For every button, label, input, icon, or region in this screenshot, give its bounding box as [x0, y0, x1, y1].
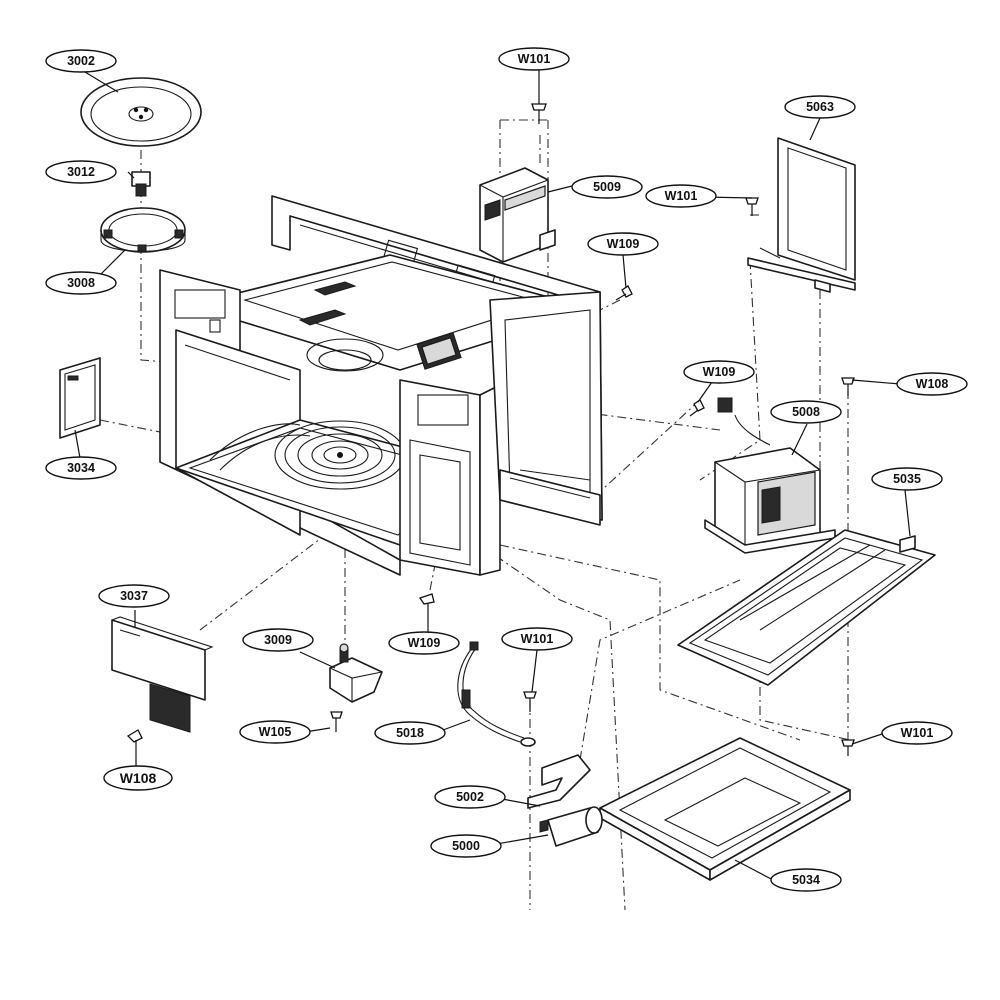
callout-3034-label: 3034	[67, 461, 95, 475]
callout-5009: 5009	[571, 175, 643, 199]
callout-w101-mid: W101	[645, 184, 717, 208]
capacitor-bracket	[527, 754, 591, 809]
callout-3009: 3009	[242, 628, 314, 652]
callout-w101-right: W101	[881, 721, 953, 745]
high-voltage-transformer	[704, 397, 836, 554]
callout-3002: 3002	[45, 49, 117, 73]
roller-ring	[100, 207, 186, 253]
callout-w101-center-label: W101	[521, 632, 554, 646]
callout-5008-label: 5008	[792, 405, 820, 419]
callout-5002-label: 5002	[456, 790, 484, 804]
callout-3008-label: 3008	[67, 276, 95, 290]
callout-w109-bottom-label: W109	[408, 636, 441, 650]
callout-w105-label: W105	[259, 725, 292, 739]
magnetron	[479, 167, 556, 263]
screw-w101-top	[531, 103, 547, 124]
callout-3012-label: 3012	[67, 165, 95, 179]
callout-5002: 5002	[434, 785, 506, 809]
screws	[126, 103, 855, 756]
screw-w108-left	[126, 729, 143, 756]
callout-w108-right: W108	[896, 372, 968, 396]
callout-w108-left: W108	[103, 765, 173, 791]
screw-w109-right	[689, 399, 705, 417]
callout-5000-label: 5000	[452, 839, 480, 853]
turntable-motor	[329, 643, 383, 703]
screw-w109-upper	[615, 285, 633, 301]
callout-w101-top: W101	[498, 47, 570, 71]
screw-w101-right	[841, 739, 855, 756]
callout-w109-bottom: W109	[388, 631, 460, 655]
oven-cavity-assembly	[159, 195, 603, 576]
callout-w109-right-label: W109	[703, 365, 736, 379]
callout-3009-label: 3009	[264, 633, 292, 647]
callout-w109-right: W109	[683, 360, 755, 384]
high-voltage-capacitor	[539, 806, 603, 847]
callout-5009-label: 5009	[593, 180, 621, 194]
callouts: 3002 3012 3008 3034 3037 3009 W105 W108 …	[45, 47, 968, 892]
callout-5034: 5034	[770, 868, 842, 892]
callout-w108-left-label: W108	[120, 770, 157, 786]
callout-5035: 5035	[871, 467, 943, 491]
callout-w101-center: W101	[501, 627, 573, 651]
callout-5063-label: 5063	[806, 100, 834, 114]
callout-5008: 5008	[770, 400, 842, 424]
callout-3012: 3012	[45, 160, 117, 184]
turntable-coupler	[131, 171, 151, 197]
screw-w109-bottom	[418, 593, 435, 614]
callout-w101-right-label: W101	[901, 726, 934, 740]
callout-5018-label: 5018	[396, 726, 424, 740]
callout-w108-right-label: W108	[916, 377, 949, 391]
callout-5018: 5018	[374, 721, 446, 745]
callout-w105: W105	[239, 720, 311, 744]
wire-harness	[457, 641, 536, 747]
callout-w101-top-label: W101	[518, 52, 551, 66]
vent-grille	[111, 616, 214, 733]
mica-plate-bracket	[747, 137, 856, 293]
base-plate	[677, 529, 936, 686]
callout-w109-upper-label: W109	[607, 237, 640, 251]
callout-3034: 3034	[45, 456, 117, 480]
bottom-cover-plate	[599, 737, 851, 881]
screw-w101-mid	[745, 197, 759, 216]
callout-w101-mid-label: W101	[665, 189, 698, 203]
callout-3037: 3037	[98, 584, 170, 608]
callout-5063: 5063	[784, 95, 856, 119]
callout-3008: 3008	[45, 271, 117, 295]
callout-5035-label: 5035	[893, 472, 921, 486]
callout-w109-upper: W109	[587, 232, 659, 256]
callout-leaders	[74, 70, 911, 881]
callout-5000: 5000	[430, 834, 502, 858]
screw-w108-right	[841, 377, 855, 396]
waveguide-cover	[59, 357, 101, 439]
callout-5034-label: 5034	[792, 873, 820, 887]
callout-3002-label: 3002	[67, 54, 95, 68]
screw-w105	[330, 711, 343, 732]
screw-w101-center	[523, 691, 537, 712]
turntable-glass-tray	[80, 77, 202, 147]
callout-3037-label: 3037	[120, 589, 148, 603]
